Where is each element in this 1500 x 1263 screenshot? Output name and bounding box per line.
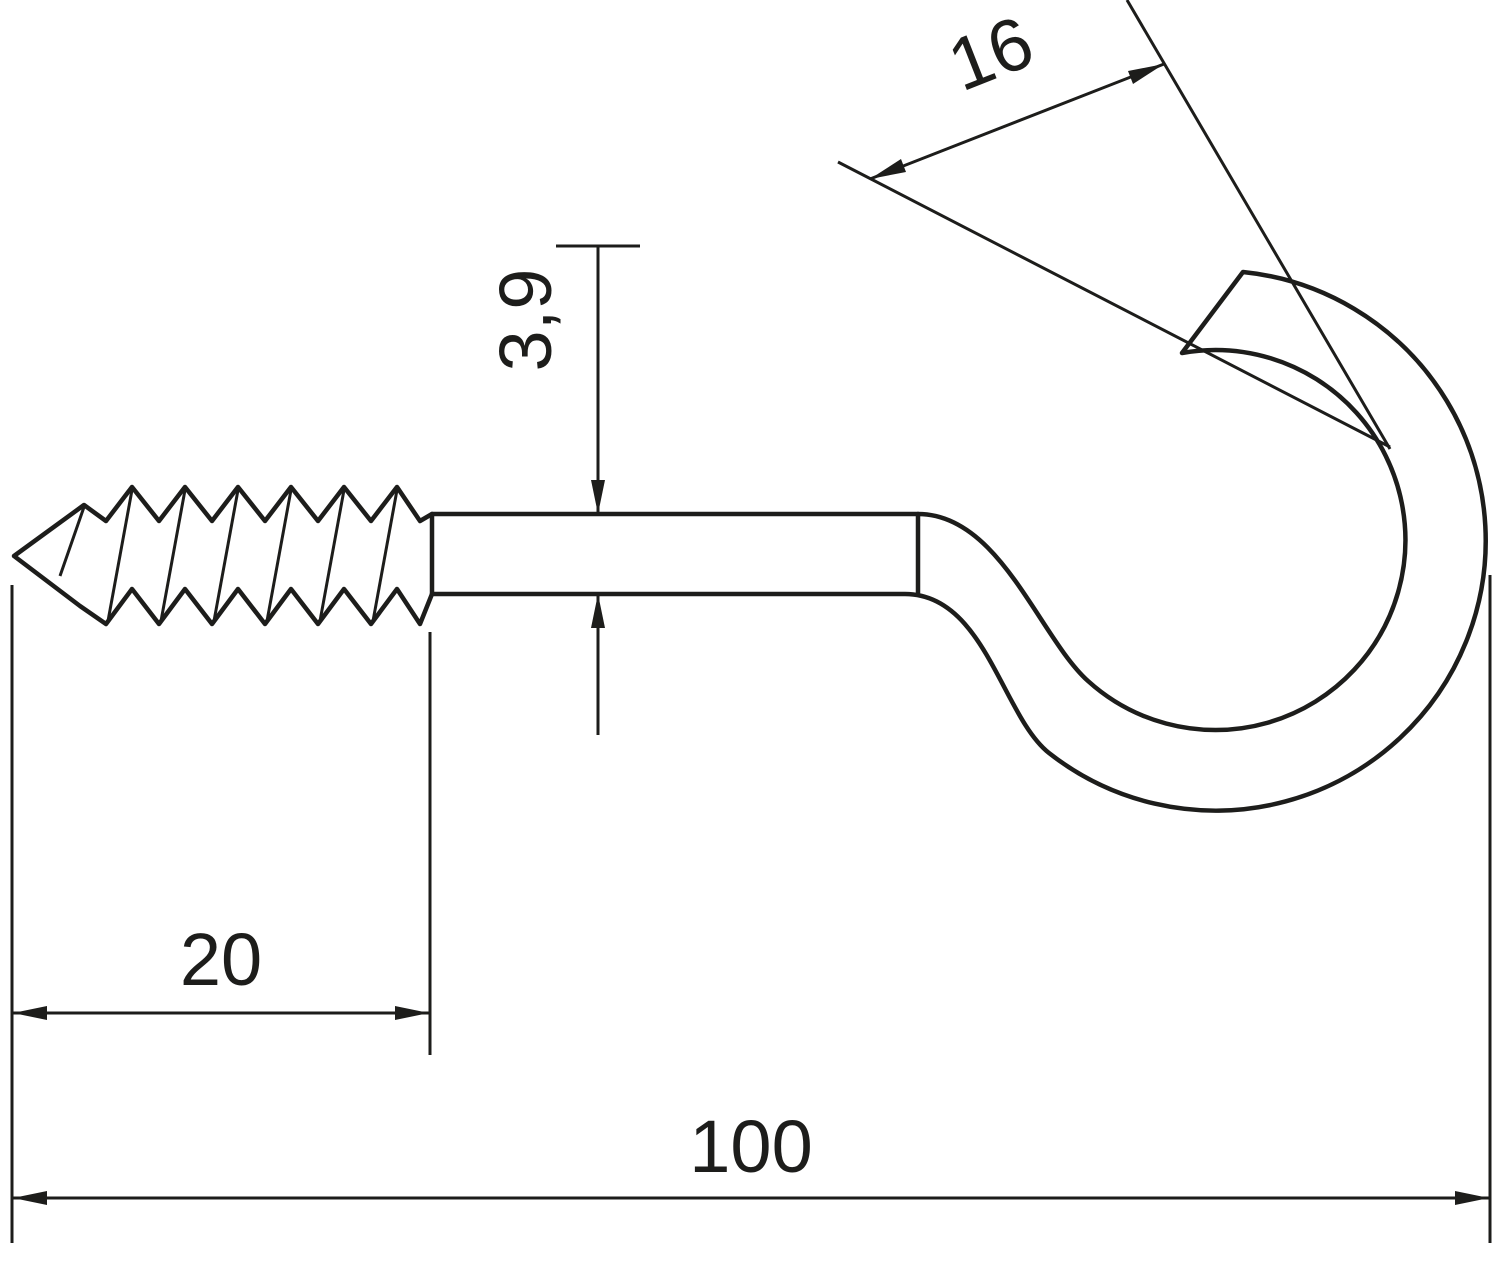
dimension-shank-diameter: 3,9	[484, 244, 640, 735]
arrowhead-down	[591, 480, 605, 514]
dimension-overall-length: 100	[13, 575, 1492, 1243]
dimension-label-thread-length: 20	[180, 918, 262, 1001]
dimension-thread-length: 20	[10, 585, 432, 1243]
arrowhead-left	[13, 1191, 47, 1205]
screw-hook-outline	[11, 269, 1488, 813]
thread-flank-lines	[58, 489, 399, 622]
arrowhead-left	[13, 1006, 47, 1020]
dimension-label-hook-opening: 16	[937, 0, 1044, 107]
arrowhead-up	[591, 594, 605, 628]
arrowhead-right	[1455, 1191, 1489, 1205]
arrowhead-left	[870, 159, 906, 179]
extension-line-left	[837, 160, 1391, 449]
extension-line-right	[1125, 0, 1392, 450]
dimension-line	[869, 62, 1165, 181]
dimension-label-overall-length: 100	[689, 1105, 812, 1188]
screw-hook	[11, 269, 1488, 813]
arrowhead-right	[1128, 64, 1164, 84]
dimension-label-shank-diameter: 3,9	[484, 269, 567, 372]
arrowhead-right	[395, 1006, 429, 1020]
dimension-hook-opening: 16	[837, 0, 1392, 450]
